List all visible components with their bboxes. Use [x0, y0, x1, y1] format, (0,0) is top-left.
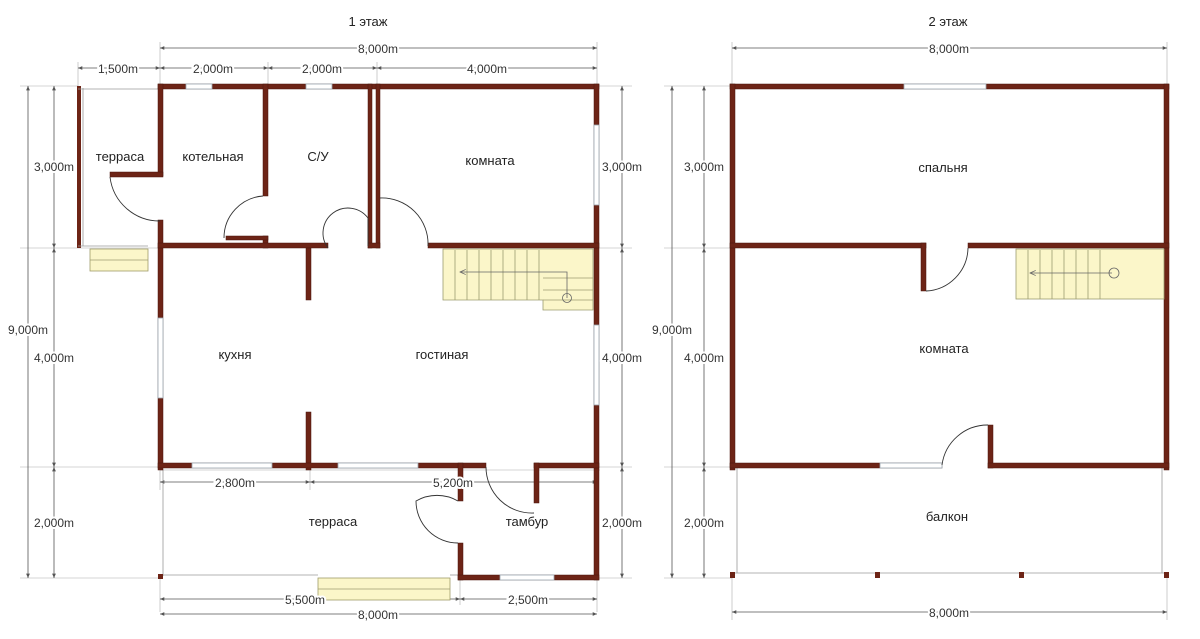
dim-terrace-width: 1,500m: [98, 62, 138, 76]
dimension-labels-floor-1: 8,000m 1,500m 2,000m 2,000m 4,000m 3,000…: [6, 40, 644, 624]
dim-room-width: 4,000m: [467, 62, 507, 76]
dim-living-width: 5,200m: [433, 476, 473, 490]
room-label-balcony: балкон: [926, 509, 968, 524]
dim-middle-depth-2: 4,000m: [684, 351, 724, 365]
dim-upper-depth-right: 3,000m: [602, 160, 642, 174]
room-label-terrace-left: терраса: [96, 149, 145, 164]
dim-boiler-width: 2,000m: [193, 62, 233, 76]
room-label-boiler-room: котельная: [182, 149, 243, 164]
room-label-living-room: гостиная: [416, 347, 469, 362]
balcony-railing: [730, 468, 1169, 578]
staircase-floor-1: [442, 248, 594, 311]
dim-middle-depth-right: 4,000m: [602, 351, 642, 365]
room-label-bedroom: спальня: [918, 160, 967, 175]
staircase-floor-2: [1015, 248, 1165, 300]
dim-total-width-bottom: 8,000m: [358, 608, 398, 622]
dim-total-depth: 9,000m: [8, 323, 48, 337]
doors-floor-2: [925, 247, 989, 466]
dim-total-width-top: 8,000m: [358, 42, 398, 56]
dim-total-depth-2: 9,000m: [652, 323, 692, 337]
windows-floor-1: [157, 83, 600, 581]
dim-bathroom-width: 2,000m: [302, 62, 342, 76]
terrace-left-railing: [77, 86, 160, 248]
dim-lower-depth-2: 2,000m: [684, 516, 724, 530]
room-label-room-2: комната: [919, 341, 969, 356]
walls-floor-2: [729, 83, 1170, 471]
floor-1-plan: 1 этаж: [6, 14, 644, 624]
windows-floor-2: [879, 83, 987, 469]
dim-total-width-top-2: 8,000m: [929, 42, 969, 56]
dim-lower-depth-right: 2,000m: [602, 516, 642, 530]
dim-lower-depth-left: 2,000m: [34, 516, 74, 530]
floor-2-title: 2 этаж: [929, 14, 968, 29]
dim-kitchen-width: 2,800m: [215, 476, 255, 490]
room-label-vestibule: тамбур: [506, 514, 549, 529]
dimension-lines-floor-1: [26, 46, 624, 616]
floor-1-title: 1 этаж: [349, 14, 388, 29]
room-label-bathroom: С/У: [307, 149, 329, 164]
room-label-room-1: комната: [465, 153, 515, 168]
dim-terrace-bottom-width: 5,500m: [285, 593, 325, 607]
dim-upper-depth-2: 3,000m: [684, 160, 724, 174]
room-label-kitchen: кухня: [218, 347, 251, 362]
doors-floor-1: [109, 176, 535, 544]
dimension-lines-floor-2: [670, 46, 1167, 614]
floor-2-plan: 2 этаж: [650, 14, 1170, 622]
extension-lines-floor-2: [664, 42, 1168, 620]
room-label-terrace-bottom: терраса: [309, 514, 358, 529]
dim-vestibule-width: 2,500m: [508, 593, 548, 607]
dimension-labels-floor-2: 8,000m 3,000m 9,000m 4,000m 2,000m 8,000…: [650, 40, 971, 622]
dim-total-width-bottom-2: 8,000m: [929, 606, 969, 620]
dim-upper-depth-left: 3,000m: [34, 160, 74, 174]
dim-middle-depth-left: 4,000m: [34, 351, 74, 365]
